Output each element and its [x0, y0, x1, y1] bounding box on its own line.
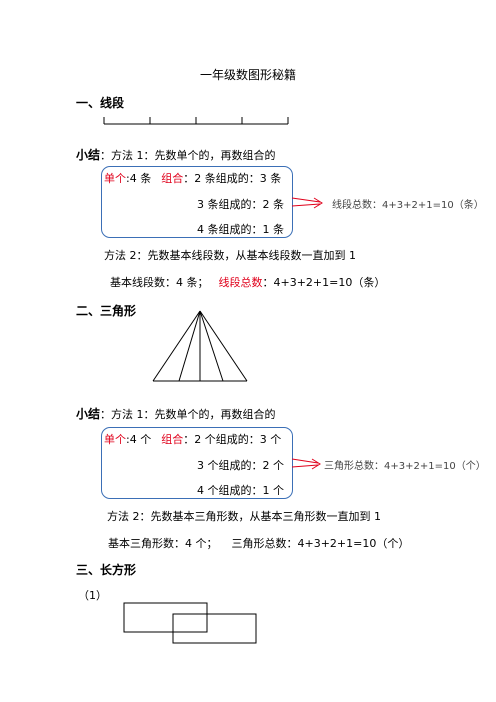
summary-line-1: 小结：方法 1：先数单个的，再数组合的: [76, 146, 276, 163]
single-label: 单个: [104, 433, 126, 446]
item-number: （1）: [78, 589, 107, 602]
method2-text: 方法 2：先数基本线段数，从基本线段数一直加到 1: [104, 249, 356, 262]
combo-line-1: ：2 个组成的：3 个: [183, 433, 282, 446]
combo-line-3: 4 条组成的：1 条: [197, 223, 284, 236]
basic-count: 基本线段数：4 条；: [110, 276, 209, 289]
combo-line-3: 4 个组成的：1 个: [197, 484, 284, 497]
summary-box-triangles: [101, 427, 293, 499]
triangle-edge: [199, 310, 248, 382]
total-note-expr: 4+3+2+1=10（个）: [384, 461, 486, 472]
single-combo-line: 单个:4 条组合：2 条组成的：3 条: [104, 170, 281, 186]
total-value: ：4+3+2+1=10（条）: [262, 276, 386, 289]
combo-line-1: ：2 条组成的：3 条: [183, 172, 282, 185]
total-note-text: 线段总数：: [332, 200, 382, 211]
triangle-inner-line: [178, 310, 201, 382]
total-note-triangles: 三角形总数：4+3+2+1=10（个）: [324, 457, 486, 472]
total-text: 三角形总数：4+3+2+1=10（个）: [231, 537, 410, 550]
basic-count: 基本三角形数：4 个；: [108, 537, 218, 550]
basic-count-line: 基本线段数：4 条； 线段总数：4+3+2+1=10（条）: [110, 274, 385, 290]
summary-label: 小结: [76, 407, 101, 421]
section-heading-segments: 一、线段: [76, 96, 125, 110]
method2-text: 方法 2：先数基本三角形数，从基本三角形数一直加到 1: [107, 510, 381, 523]
page-title: 一年级数图形秘籍: [199, 68, 296, 82]
rectangle-1: [123, 602, 208, 633]
combo-label: 组合: [161, 433, 184, 446]
combo-label: 组合: [161, 172, 184, 185]
rectangle-2: [172, 613, 257, 644]
total-label: 线段总数: [218, 276, 263, 289]
summary-label: 小结: [76, 148, 101, 162]
total-note-expr: 4+3+2+1=10（条）: [382, 200, 484, 211]
single-label: 单个: [104, 172, 126, 185]
method1-text: ：方法 1：先数单个的，再数组合的: [100, 408, 276, 421]
single-value: :4 个: [126, 433, 152, 446]
combo-line-2: 3 个组成的：2 个: [197, 459, 284, 472]
triangle-inner-line: [199, 310, 224, 382]
triangle-edge: [152, 310, 201, 382]
method1-text: ：方法 1：先数单个的，再数组合的: [100, 149, 276, 162]
total-note-text: 三角形总数：: [324, 461, 384, 472]
summary-box-segments: [101, 166, 293, 238]
combo-line-2: 3 条组成的：2 条: [197, 198, 284, 211]
single-value: :4 条: [126, 172, 152, 185]
basic-count-line: 基本三角形数：4 个； 三角形总数：4+3+2+1=10（个）: [108, 535, 409, 551]
single-combo-line: 单个:4 个组合：2 个组成的：3 个: [104, 431, 281, 447]
summary-line-2: 小结：方法 1：先数单个的，再数组合的: [76, 405, 276, 422]
section-heading-rectangles: 三、长方形: [76, 563, 137, 577]
section-heading-triangles: 二、三角形: [76, 304, 137, 318]
total-note-segments: 线段总数：4+3+2+1=10（条）: [332, 196, 484, 211]
